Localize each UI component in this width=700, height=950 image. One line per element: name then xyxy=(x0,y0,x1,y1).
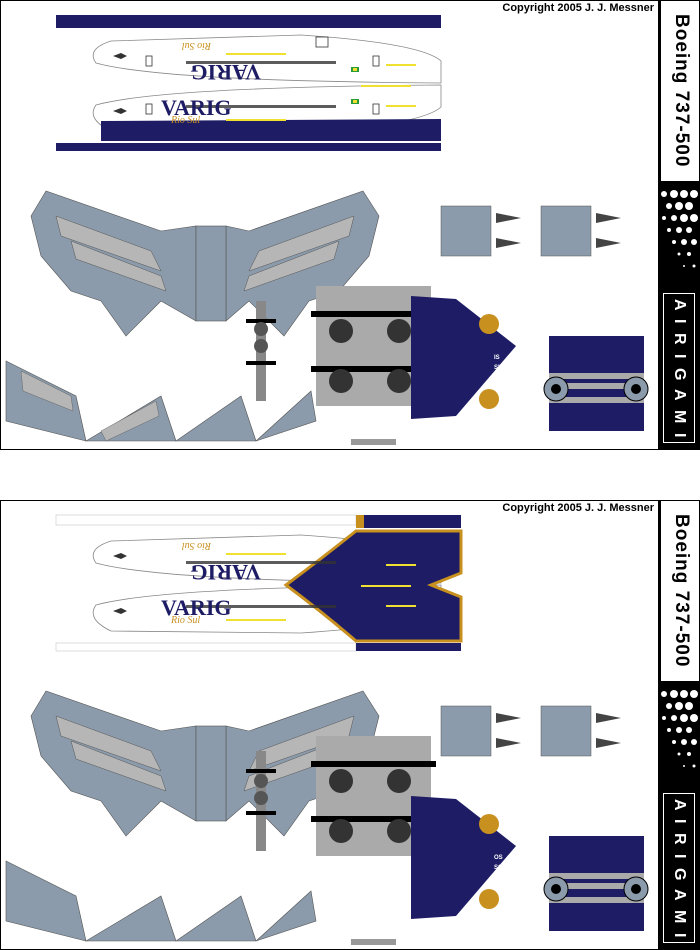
brand-letter: I xyxy=(671,432,688,438)
airigami-brand: A I R I G A M I xyxy=(663,293,695,443)
model-label-area: Boeing 737-500 xyxy=(659,501,699,681)
svg-text:Rio Sul: Rio Sul xyxy=(182,40,212,51)
template-sheet-2: VARIG VARIG Rio Sul Rio Sul xyxy=(0,500,700,950)
brand-letter: I xyxy=(671,819,688,824)
brand-letter: I xyxy=(671,319,688,324)
brand-letter: A xyxy=(671,298,688,311)
halftone-dots xyxy=(661,690,698,768)
aircraft-model-label: Boeing 737-500 xyxy=(671,514,692,668)
copyright-text: Copyright 2005 J. J. Messner xyxy=(502,2,654,14)
svg-text:VARIG: VARIG xyxy=(161,595,232,620)
brand-letter: I xyxy=(671,854,688,859)
engine-nacelle-parts xyxy=(440,205,592,257)
tail-fin: IS SI xyxy=(411,296,516,419)
brand-letter: I xyxy=(671,354,688,359)
model-label-area: Boeing 737-500 xyxy=(659,1,699,181)
halftone-dots xyxy=(661,190,698,268)
airline-logo-top: VARIG xyxy=(190,60,261,85)
template-sheet-1: VARIG VARIG Rio Sul Rio Sul xyxy=(0,0,700,450)
svg-text:Rio Sul: Rio Sul xyxy=(182,540,212,551)
tail-code-top: OS xyxy=(494,855,503,861)
brand-letter: I xyxy=(671,932,688,938)
tail-code-bottom: SI xyxy=(494,365,500,371)
airline-logo-bottom: VARIG xyxy=(161,95,232,120)
brand-letter: A xyxy=(671,798,688,811)
airframe-parts-1: VARIG VARIG Rio Sul Rio Sul xyxy=(5,15,649,445)
brand-letter: M xyxy=(671,910,688,924)
fuselage-bottom-band xyxy=(56,143,441,151)
brand-letter: A xyxy=(671,889,688,901)
engine-cowl-part xyxy=(543,336,649,431)
fuselage-upper-half xyxy=(92,34,442,84)
tail-code-top: IS xyxy=(494,355,500,361)
brand-strip: Boeing 737-500 A I R I G A M I xyxy=(658,1,699,449)
fuselage-top-band xyxy=(56,15,386,25)
copyright-text: Copyright 2005 J. J. Messner xyxy=(502,502,654,514)
brand-strip: Boeing 737-500 A I R I G A M I xyxy=(658,501,699,949)
brand-letter: G xyxy=(671,367,688,381)
brand-letter: R xyxy=(671,833,688,845)
tail-code-bottom: SO xyxy=(494,865,503,871)
rio-sul-script: Rio Sul xyxy=(170,115,200,126)
brand-letter: A xyxy=(671,389,688,401)
aircraft-model-label: Boeing 737-500 xyxy=(671,14,692,168)
brand-letter: G xyxy=(671,867,688,881)
brand-letter: M xyxy=(671,410,688,424)
svg-text:Rio Sul: Rio Sul xyxy=(170,615,200,626)
airframe-parts-2: VARIG VARIG Rio Sul Rio Sul xyxy=(5,514,649,945)
brand-letter: R xyxy=(671,333,688,345)
airigami-brand: A I R I G A M I xyxy=(663,793,695,943)
svg-text:VARIG: VARIG xyxy=(190,560,261,585)
